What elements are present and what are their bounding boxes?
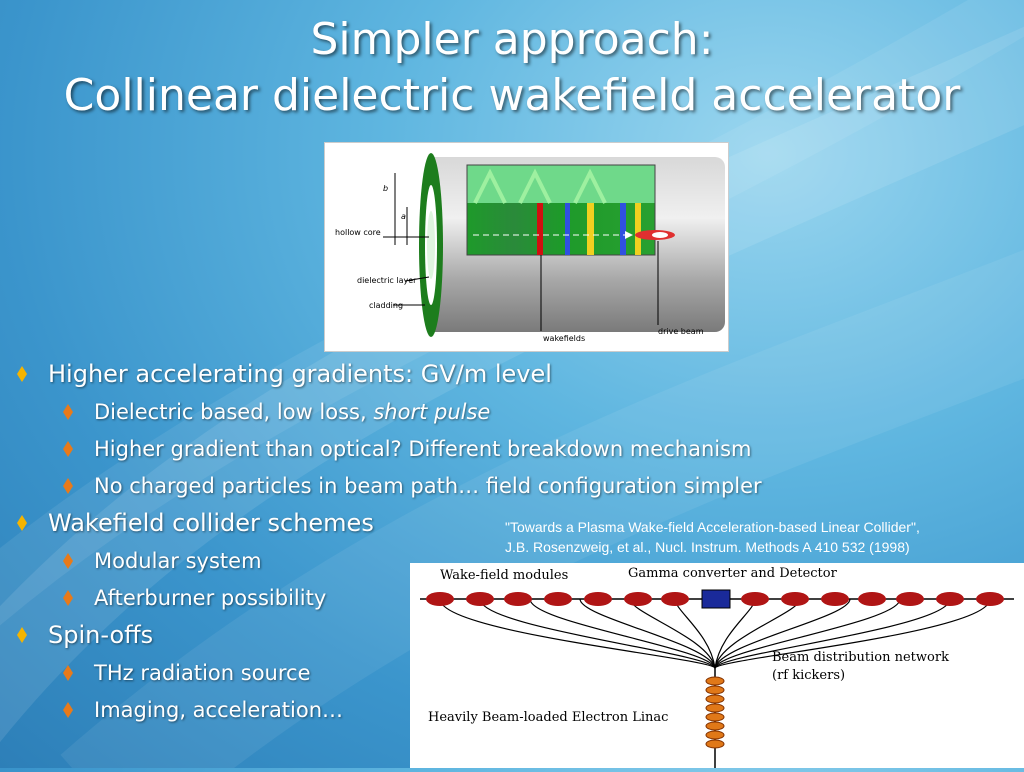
bullet-level2: THz radiation source (12, 655, 812, 692)
diamond-bullet-icon (63, 590, 73, 606)
bullet-level2: Afterburner possibility (12, 580, 812, 617)
label-beam-distribution: Beam distribution network (772, 650, 949, 665)
label-wakefield-modules: Wake-field modules (440, 568, 568, 583)
bullet-level2: Dielectric based, low loss, short pulse (12, 394, 812, 431)
bullet-level2: Higher gradient than optical? Different … (12, 431, 812, 468)
bullet-level1: Wakefield collider schemes (12, 505, 812, 543)
dielectric-wakefield-diagram: b a hollow core dielectric layer claddin… (324, 142, 729, 352)
wakefield-module (858, 592, 886, 606)
label-dielectric-layer: dielectric layer (357, 276, 417, 285)
wakefield-module (544, 592, 572, 606)
wakefield-module (584, 592, 612, 606)
linac-coil (705, 676, 725, 749)
diamond-bullet-icon (17, 627, 27, 643)
label-cladding: cladding (369, 301, 403, 310)
wakefield-module (896, 592, 924, 606)
label-hollow-core: hollow core (335, 228, 381, 237)
wakefield-module (624, 592, 652, 606)
caption-line-2: J.B. Rosenzweig, et al., Nucl. Instrum. … (505, 539, 910, 555)
bullet-level2: Modular system (12, 543, 812, 580)
diamond-bullet-icon (63, 665, 73, 681)
label-drive-beam: drive beam (658, 327, 704, 336)
label-wakefields: wakefields (543, 334, 585, 343)
bullet-level2: No charged particles in beam path… field… (12, 468, 812, 505)
diamond-bullet-icon (63, 478, 73, 494)
label-gamma-converter: Gamma converter and Detector (628, 566, 838, 581)
wakefield-module (504, 592, 532, 606)
diamond-bullet-icon (63, 441, 73, 457)
wakefield-module (661, 592, 689, 606)
reference-caption: "Towards a Plasma Wake-field Acceleratio… (505, 517, 1020, 557)
module-row (426, 589, 1004, 609)
collider-scheme-diagram: Wake-field modules Gamma converter and D… (410, 563, 1024, 768)
diamond-bullet-icon (17, 366, 27, 382)
title-line-1: Simpler approach: (310, 14, 714, 65)
caption-line-1: "Towards a Plasma Wake-field Acceleratio… (505, 519, 920, 535)
diamond-bullet-icon (17, 515, 27, 531)
wakefield-module (426, 592, 454, 606)
wakefield-module (466, 592, 494, 606)
bullet-list: Higher accelerating gradients: GV/m leve… (12, 356, 812, 729)
detector-block (701, 589, 731, 609)
wakefield-module (936, 592, 964, 606)
diamond-bullet-icon (63, 553, 73, 569)
label-rf-kickers: (rf kickers) (772, 668, 845, 683)
title-line-2: Collinear dielectric wakefield accelerat… (63, 70, 961, 121)
diamond-bullet-icon (63, 702, 73, 718)
slide-title: Simpler approach: Collinear dielectric w… (0, 12, 1024, 124)
wakefield-module (781, 592, 809, 606)
label-a: a (401, 212, 406, 221)
bullet-level2: Imaging, acceleration… (12, 692, 812, 729)
label-linac: Heavily Beam-loaded Electron Linac (428, 710, 668, 725)
wakefield-module (741, 592, 769, 606)
label-b: b (383, 184, 388, 193)
diamond-bullet-icon (63, 404, 73, 420)
wakefield-module (821, 592, 849, 606)
bullet-level1: Spin-offs (12, 617, 812, 655)
wakefield-module (976, 592, 1004, 606)
bullet-level1: Higher accelerating gradients: GV/m leve… (12, 356, 812, 394)
